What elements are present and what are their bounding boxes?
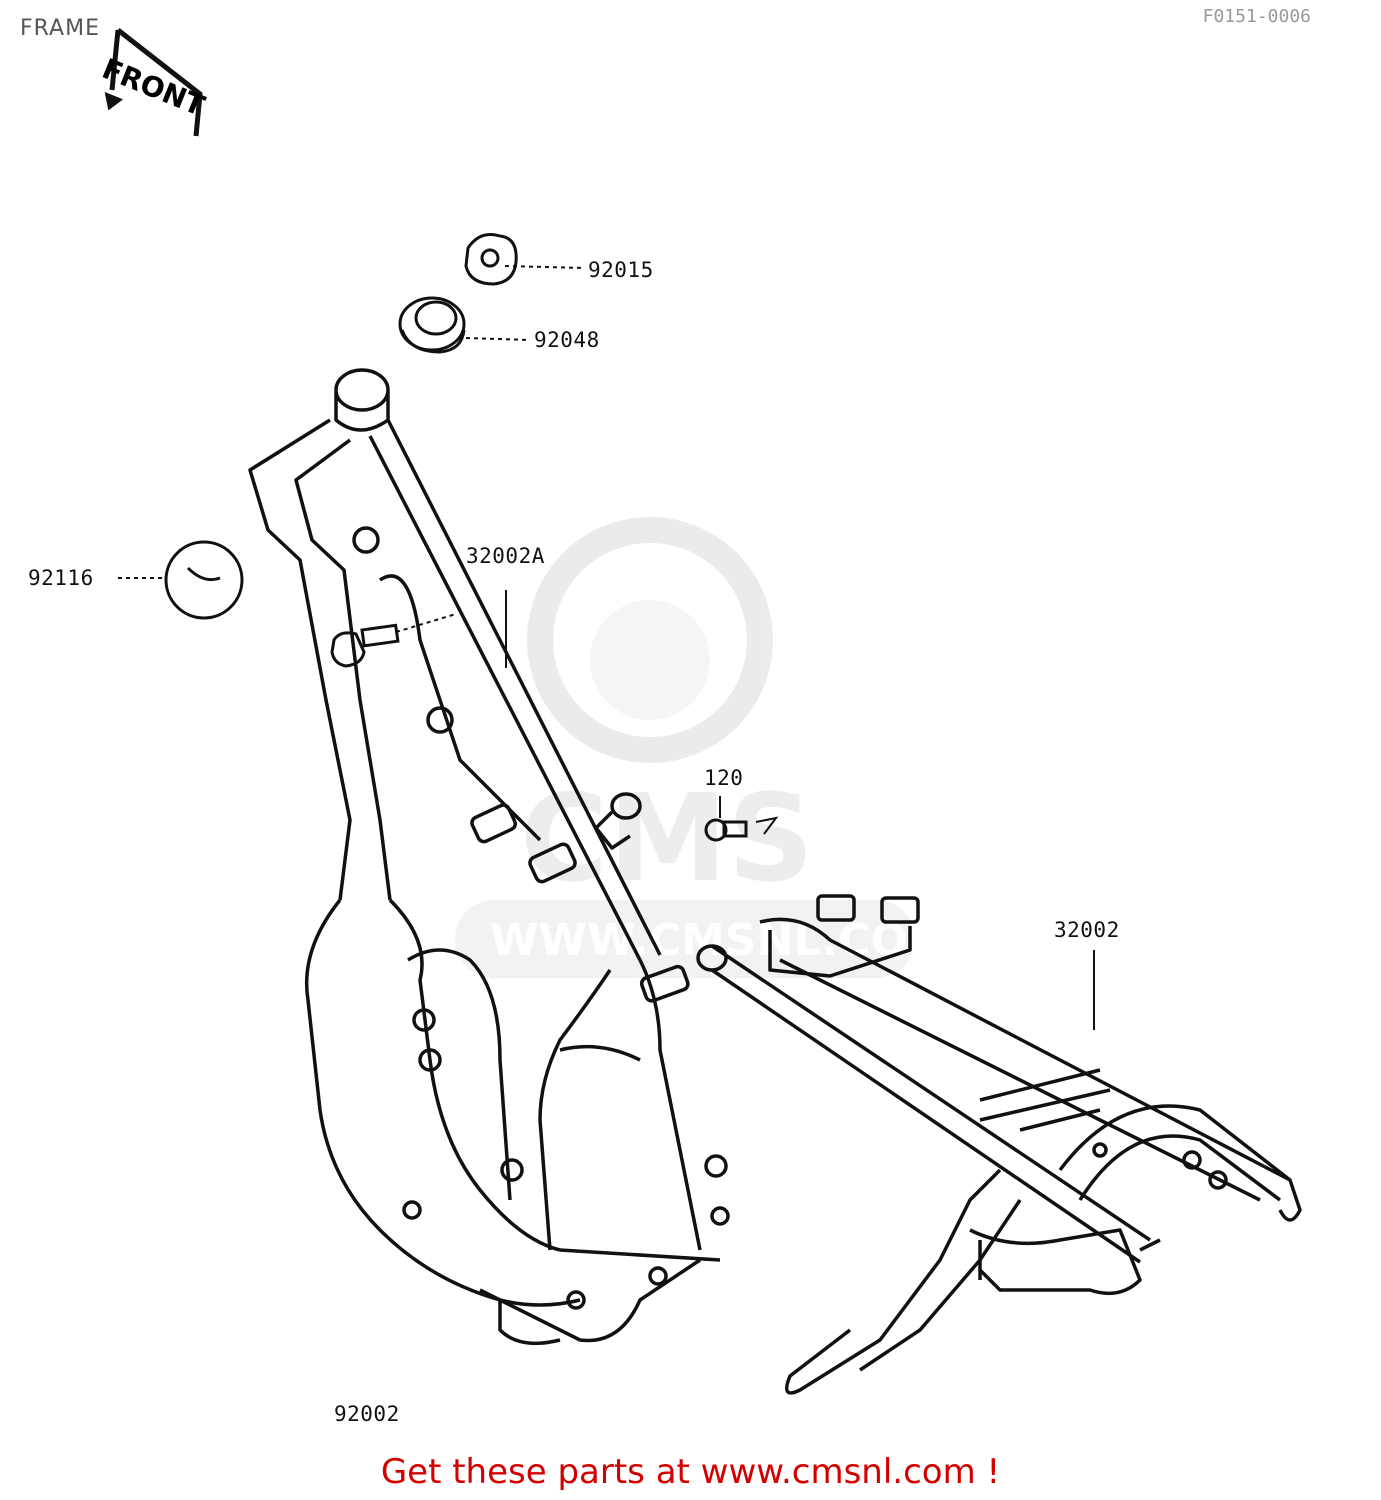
- label-92048: 92048: [534, 328, 600, 352]
- page-title: FRAME: [20, 16, 100, 41]
- main-frame-32002A: [248, 368, 730, 1346]
- part-92002-bolt-icon: [330, 613, 457, 668]
- sub-frame-32002: [696, 894, 1302, 1395]
- label-32002: 32002: [1054, 918, 1120, 942]
- label-92002: 92002: [334, 1402, 400, 1426]
- part-92048-grommet-icon: [398, 296, 531, 354]
- footer-link[interactable]: Get these parts at www.cmsnl.com !: [380, 1452, 1001, 1492]
- watermark-brand: CMS: [520, 770, 814, 909]
- front-flag-icon: [104, 28, 203, 137]
- label-32002A: 32002A: [466, 544, 545, 568]
- diagram-code: F0151-0006: [1202, 6, 1311, 27]
- part-92116-cap-icon: [118, 540, 244, 620]
- watermark-url: WWW.CMSNL.COM: [490, 915, 952, 966]
- part-92015-cap-icon: [464, 233, 586, 286]
- label-120: 120: [704, 766, 744, 790]
- label-92116: 92116: [28, 566, 94, 590]
- label-92015: 92015: [588, 258, 654, 282]
- part-120-bolt-icon: [704, 796, 779, 842]
- cms-watermark: CMS WWW.CMSNL.COM: [455, 517, 952, 978]
